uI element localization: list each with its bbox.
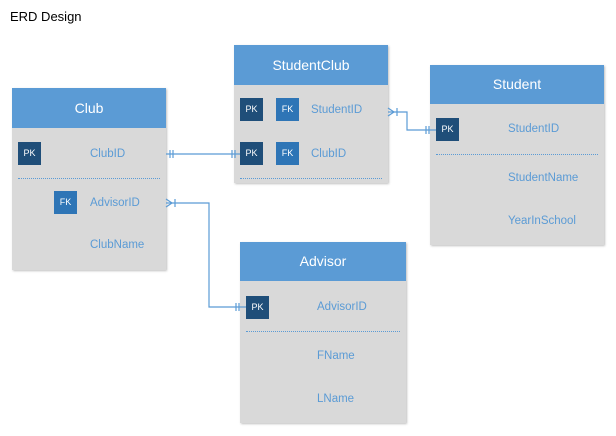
advisor-field-lname: LName bbox=[317, 393, 355, 405]
diagram-title: ERD Design bbox=[10, 9, 82, 24]
rel-club-advisor bbox=[165, 198, 246, 311]
club-entity[interactable]: Club PK ClubID FK AdvisorID ClubName bbox=[12, 88, 166, 270]
club-pk-badge: PK bbox=[18, 142, 41, 165]
student-field-studentname: StudentName bbox=[508, 172, 579, 184]
club-header: Club bbox=[12, 88, 166, 128]
rel-club-studentclub bbox=[166, 150, 240, 158]
studentclub-pk-badge-2: PK bbox=[240, 142, 263, 165]
student-entity[interactable]: Student PK StudentID StudentName YearInS… bbox=[430, 65, 604, 245]
studentclub-fk-badge-2: FK bbox=[276, 142, 299, 165]
studentclub-fk-badge-1: FK bbox=[276, 98, 299, 121]
student-separator bbox=[436, 154, 598, 155]
student-header: Student bbox=[430, 65, 604, 104]
advisor-field-fname: FName bbox=[317, 350, 355, 362]
studentclub-header: StudentClub bbox=[234, 45, 388, 85]
student-field-yearinschool: YearInSchool bbox=[508, 215, 576, 227]
club-field-advisorid: AdvisorID bbox=[90, 197, 140, 209]
rel-studentclub-student bbox=[387, 107, 436, 134]
advisor-separator bbox=[246, 331, 400, 332]
club-fk-badge: FK bbox=[54, 191, 77, 214]
club-field-clubname: ClubName bbox=[90, 239, 145, 251]
club-separator bbox=[18, 178, 160, 179]
studentclub-field-studentid: StudentID bbox=[311, 104, 363, 116]
student-field-studentid: StudentID bbox=[508, 123, 560, 135]
studentclub-entity[interactable]: StudentClub PK FK StudentID PK FK ClubID bbox=[234, 45, 388, 183]
studentclub-separator bbox=[240, 178, 382, 179]
advisor-pk-badge: PK bbox=[246, 296, 269, 319]
studentclub-pk-badge-1: PK bbox=[240, 98, 263, 121]
advisor-field-advisorid: AdvisorID bbox=[317, 301, 367, 313]
club-field-clubid: ClubID bbox=[90, 148, 126, 160]
advisor-header: Advisor bbox=[240, 242, 406, 281]
studentclub-field-clubid: ClubID bbox=[311, 148, 347, 160]
student-pk-badge: PK bbox=[436, 118, 459, 141]
advisor-entity[interactable]: Advisor PK AdvisorID FName LName bbox=[240, 242, 406, 423]
